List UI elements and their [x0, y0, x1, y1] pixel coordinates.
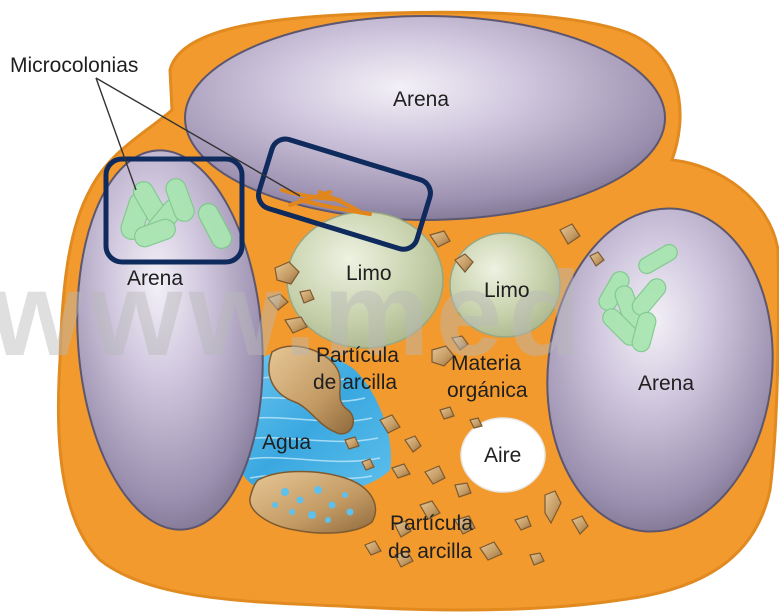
label-particula-1-line1: Partícula [316, 344, 399, 367]
label-agua: Agua [262, 431, 311, 454]
label-arena-left: Arena [127, 267, 183, 290]
label-materia-line1: Materia [451, 352, 521, 375]
label-aire: Aire [484, 444, 521, 467]
label-arena-right: Arena [638, 372, 694, 395]
label-microcolonias: Microcolonias [10, 54, 138, 77]
label-particula-2-line1: Partícula [390, 512, 473, 535]
label-limo-right: Limo [484, 279, 530, 302]
label-arena-top: Arena [393, 88, 449, 111]
label-particula-1-line2: de arcilla [313, 371, 397, 394]
label-materia-line2: orgánica [447, 379, 528, 402]
sand-grain-top [185, 16, 665, 220]
label-particula-2-line2: de arcilla [388, 540, 472, 563]
label-limo-center: Limo [346, 262, 392, 285]
